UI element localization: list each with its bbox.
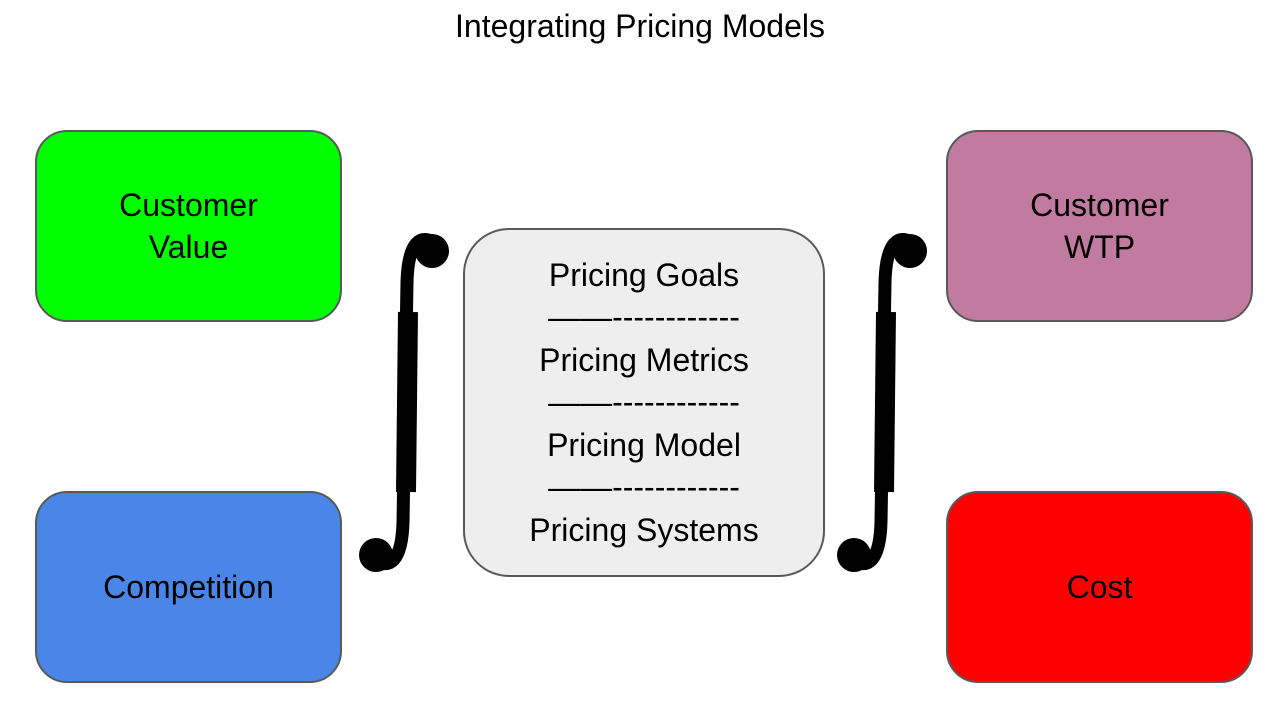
integral-icon-left [359, 233, 449, 572]
separator: ——------------ [548, 384, 740, 421]
pricing-goals: Pricing Goals [548, 256, 740, 293]
customer-wtp-line1: Customer [1030, 187, 1169, 223]
customer-value-line2: Value [148, 229, 229, 265]
competition-label: Competition [103, 569, 274, 605]
pricing-metrics: Pricing Metrics [539, 341, 749, 378]
pricing-model: Pricing Model [547, 426, 741, 463]
customer-value-box: Customer Value [35, 130, 342, 322]
cost-box: Cost [946, 491, 1253, 683]
customer-wtp-line2: WTP [1063, 229, 1136, 265]
customer-value-line1: Customer [119, 187, 258, 223]
diagram-title: Integrating Pricing Models [455, 8, 825, 44]
separator: ——------------ [548, 299, 740, 336]
pricing-systems: Pricing Systems [529, 511, 759, 548]
pricing-stack-box: Pricing Goals ——------------ Pricing Met… [463, 228, 825, 577]
customer-wtp-box: Customer WTP [946, 130, 1253, 322]
separator: ——------------ [548, 469, 740, 506]
competition-box: Competition [35, 491, 342, 683]
integral-icon-right [837, 233, 927, 572]
cost-label: Cost [1066, 569, 1133, 605]
